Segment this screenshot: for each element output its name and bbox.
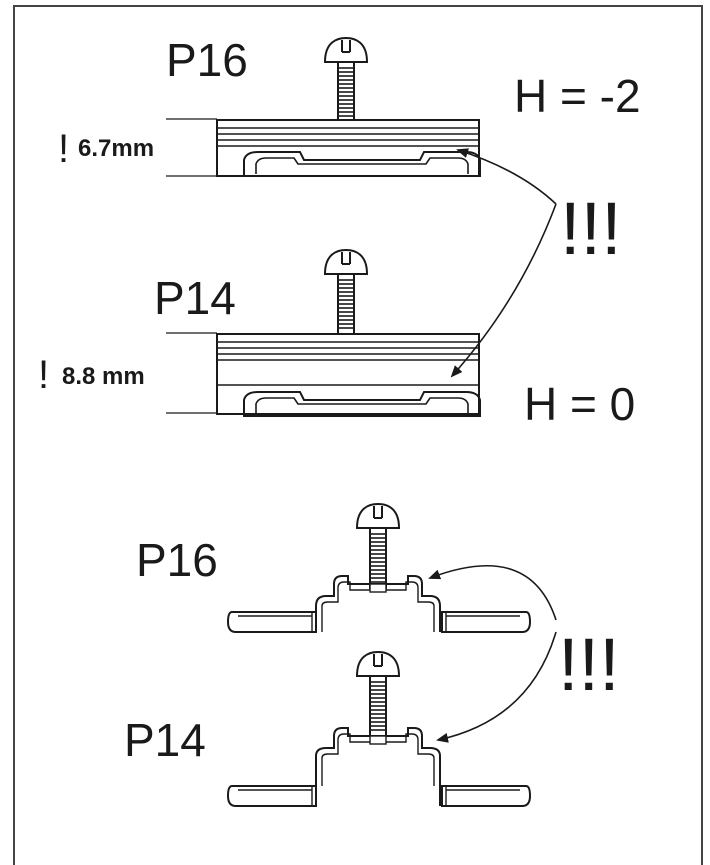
emphasis-marks-lower: !!!: [558, 623, 620, 706]
dimension-mark-p16: !: [58, 127, 69, 171]
dimension-value-p14: 8.8 mm: [62, 363, 145, 390]
arrow-to-p16-block: [456, 148, 557, 205]
p14-label-upper: P14: [154, 272, 236, 324]
arrow-to-p14-block: [450, 203, 557, 378]
screw-icon: [324, 249, 368, 335]
arrow-to-p16-profile: [428, 565, 557, 621]
arrow-to-p14-profile: [436, 631, 557, 743]
p16-label-upper: P16: [166, 34, 248, 86]
screw-icon: [356, 651, 400, 737]
diagram-frame: [13, 5, 703, 865]
dimension-value-p16: 6.7mm: [78, 135, 154, 162]
screw-icon: [324, 37, 368, 123]
h-value-p16: H = -2: [514, 70, 641, 122]
h-value-p14: H = 0: [524, 378, 635, 430]
screw-icon: [356, 503, 400, 589]
p14-profile-lower: [227, 651, 531, 807]
emphasis-marks-upper: !!!: [560, 187, 622, 270]
dimension-mark-p14: !: [38, 353, 49, 397]
p16-block-upper: [216, 37, 481, 177]
upper-section: P16 P14 H = -2 H = 0 ! 6.7mm ! 8.8 mm !!…: [38, 34, 641, 430]
p14-block-upper: [216, 249, 481, 417]
lower-section: P16 P14 !!!: [124, 503, 620, 807]
p14-label-lower: P14: [124, 714, 206, 766]
p16-label-lower: P16: [136, 534, 218, 586]
p16-profile-lower: [227, 503, 531, 633]
